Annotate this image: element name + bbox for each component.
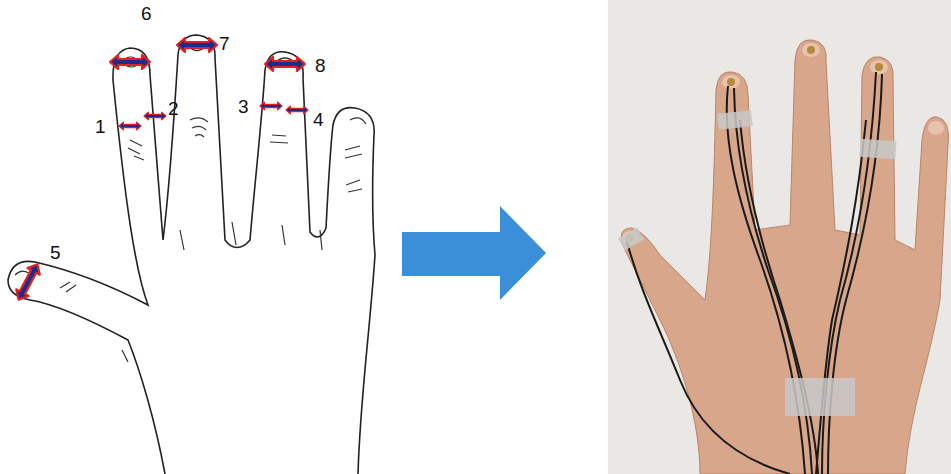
photo-hand (621, 40, 948, 474)
callout-number: 7 (219, 34, 230, 53)
photo-wires (627, 72, 882, 474)
callout-number: 4 (313, 110, 324, 129)
callout-number: 8 (315, 56, 326, 75)
photo-background (608, 0, 951, 474)
photo-tape (618, 110, 897, 416)
transition-arrow (402, 206, 546, 300)
callout-number: 6 (141, 4, 152, 23)
callout-number: 1 (95, 117, 106, 136)
sensor-marker (12, 38, 308, 303)
hand-details (15, 42, 366, 362)
photo-nail-sensor (622, 43, 944, 245)
hand-outline (8, 35, 375, 474)
callout-number: 5 (50, 243, 61, 262)
callout-number: 3 (238, 97, 249, 116)
callout-number: 2 (168, 99, 179, 118)
